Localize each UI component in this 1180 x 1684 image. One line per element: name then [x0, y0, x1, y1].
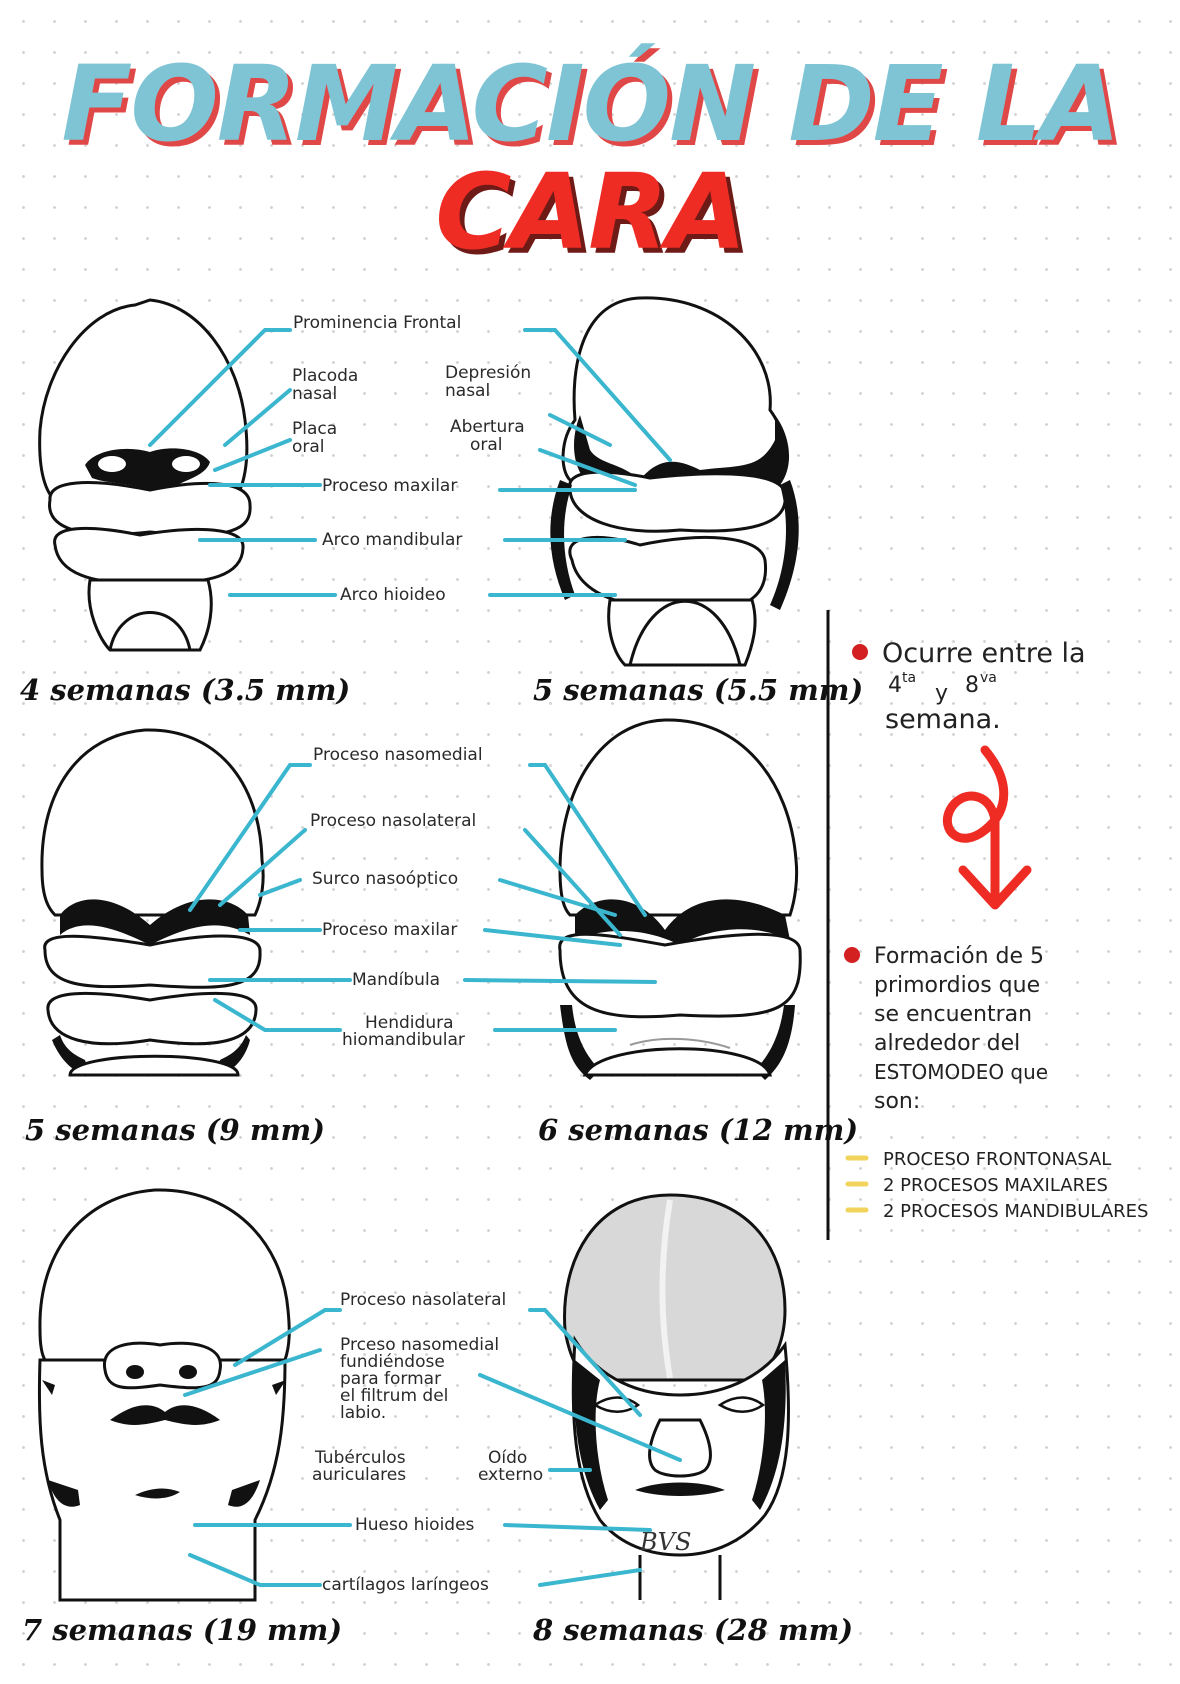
embryo-5-weeks-small [550, 296, 799, 667]
label-oido-1: Oído [488, 1448, 527, 1468]
note1-sup1: ta [902, 670, 916, 686]
embryo-6-weeks [558, 718, 802, 1080]
label-prominencia-frontal: Prominencia Frontal [293, 313, 461, 333]
label-nasomedial-2: fundiéndose [340, 1352, 445, 1372]
note2-line2: primordios que [874, 973, 1040, 998]
label-depresion-nasal-1: Depresión [445, 363, 531, 383]
list-item-3: 2 PROCESOS MANDIBULARES [883, 1201, 1148, 1222]
leader-lines-row2 [188, 763, 657, 1032]
note2-line3: se encuentran [874, 1002, 1032, 1027]
label-oido-2: externo [478, 1465, 543, 1485]
note2-line6: son: [874, 1089, 920, 1114]
label-proceso-maxilar-2: Proceso maxilar [322, 920, 457, 940]
note1-line3: semana. [885, 704, 1001, 735]
caption-5-weeks-5mm: 5 semanas (5.5 mm) [533, 673, 863, 707]
label-tuberculos-2: auriculares [312, 1465, 406, 1485]
label-abertura-oral-2: oral [470, 435, 503, 455]
label-nasomedial-4: el filtrum del [340, 1386, 448, 1406]
note1-sup2: va [980, 670, 997, 686]
embryo-4-weeks [38, 298, 252, 652]
label-placa-oral-1: Placa [292, 419, 337, 439]
label-nasomedial-3: para formar [340, 1369, 441, 1389]
label-mandibula: Mandíbula [352, 970, 440, 990]
label-nasomedial-5: labio. [340, 1403, 386, 1423]
list-item-2: 2 PROCESOS MAXILARES [883, 1175, 1108, 1196]
label-cartilagos: cartílagos laríngeos [322, 1575, 489, 1595]
embryo-8-weeks [563, 1193, 790, 1600]
caption-5-weeks-9mm: 5 semanas (9 mm) [25, 1113, 325, 1147]
caption-4-weeks: 4 semanas (3.5 mm) [20, 673, 350, 707]
leader-lines-row3 [183, 1308, 682, 1587]
label-proceso-nasolateral: Proceso nasolateral [310, 811, 476, 831]
label-hendidura-2: hiomandibular [342, 1030, 465, 1050]
label-hendidura-1: Hendidura [365, 1013, 454, 1033]
note1-y: y [935, 681, 948, 706]
label-abertura-oral-1: Abertura [450, 417, 525, 437]
note1-num1: 4 [888, 673, 902, 698]
label-proceso-nasomedial: Proceso nasomedial [313, 745, 483, 765]
caption-6-weeks: 6 semanas (12 mm) [538, 1113, 858, 1147]
note1-num2: 8 [965, 673, 979, 698]
label-arco-hioideo: Arco hioideo [340, 585, 446, 605]
label-proceso-maxilar: Proceso maxilar [322, 476, 457, 496]
label-depresion-nasal-2: nasal [445, 381, 490, 401]
caption-7-weeks: 7 semanas (19 mm) [22, 1613, 342, 1647]
list-item-1: PROCESO FRONTONASAL [883, 1149, 1111, 1170]
title-line-1: FORMACIÓN DE LA [61, 43, 1120, 165]
leader-lines-row1 [148, 328, 672, 597]
primordia-list: PROCESO FRONTONASAL 2 PROCESOS MAXILARES… [845, 1149, 1148, 1222]
label-nasomedial-1: Prceso nasomedial [340, 1335, 499, 1355]
note2-line5: ESTOMODEO que [874, 1060, 1048, 1084]
red-arrow-icon [942, 745, 1032, 910]
label-tuberculos-1: Tubérculos [314, 1448, 406, 1468]
embryo-5-weeks-9mm [40, 728, 265, 1077]
label-placa-oral-2: oral [292, 437, 325, 457]
note2-line4: alrededor del [874, 1031, 1020, 1056]
label-surco-nasooptico: Surco nasoóptico [312, 869, 458, 889]
label-hueso-hioides: Hueso hioides [355, 1515, 475, 1535]
labels-row2: Proceso nasomedial Proceso nasolateral S… [310, 745, 483, 1050]
bullet-1 [852, 644, 868, 660]
note1-line1: Ocurre entre la [882, 638, 1086, 669]
bullet-2 [844, 947, 860, 963]
label-proceso-nasolateral-3: Proceso nasolateral [340, 1290, 506, 1310]
labels-row3: Proceso nasolateral Prceso nasomedial fu… [312, 1290, 543, 1595]
note2-line1: Formación de 5 [874, 944, 1044, 969]
caption-8-weeks: 8 semanas (28 mm) [532, 1613, 853, 1647]
labels-row1: Prominencia Frontal Placoda nasal Depres… [292, 313, 531, 605]
title-line-2: CARA [435, 151, 746, 273]
label-placoda-nasal-2: nasal [292, 384, 337, 404]
embryo-7-weeks [37, 1188, 291, 1602]
label-arco-mandibular: Arco mandibular [322, 530, 462, 550]
signature: BVS [639, 1528, 691, 1556]
label-placoda-nasal-1: Placoda [292, 366, 358, 386]
